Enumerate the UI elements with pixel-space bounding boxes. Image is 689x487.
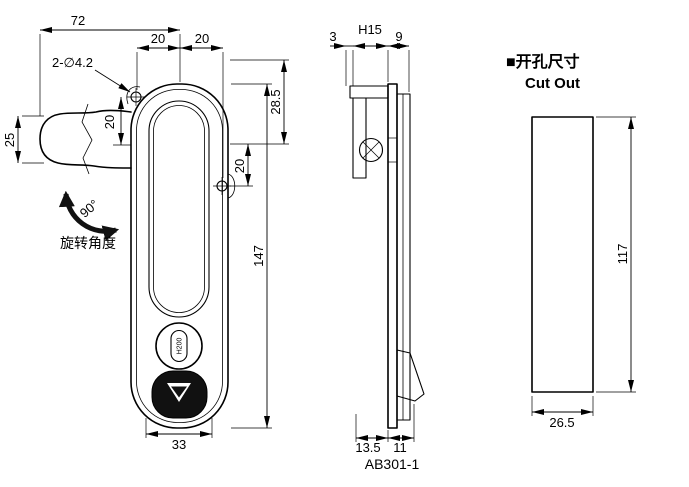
cutout-rectangle — [531, 116, 594, 393]
recess-outline — [148, 100, 210, 318]
dim-text-20b: 20 — [195, 31, 209, 46]
dim-text-20-vert: 20 — [102, 115, 117, 129]
dim-text-h15: H15 — [358, 22, 382, 37]
cutout-title-en: Cut Out — [525, 75, 580, 92]
handle-outline — [39, 109, 132, 169]
dim-cutout-117: 117 — [596, 116, 636, 393]
side-view: 3 H15 9 13.5 11 AB301-1 — [329, 22, 425, 472]
dim-side-bottom: 13.5 11 — [355, 404, 415, 455]
latch-cam-profile — [396, 349, 425, 402]
front-plate-profile — [387, 83, 398, 429]
mounting-hole-side — [213, 177, 231, 195]
dim-text-28-5: 28.5 — [268, 89, 283, 114]
dim-width-72: 72 — [39, 13, 181, 116]
cutout-title-cn: ■开孔尺寸 — [506, 52, 580, 71]
lock-cylinder: H200 — [155, 322, 203, 370]
body-bezel — [136, 89, 223, 423]
rotation-arrow-icon — [58, 190, 120, 241]
body-outline — [130, 83, 229, 429]
dim-text-3: 3 — [329, 29, 336, 44]
dim-right-28-5: 28.5 — [230, 59, 289, 145]
handle-break-line — [81, 103, 93, 175]
recess-inner — [153, 105, 205, 313]
rotation-label: 旋转角度 — [60, 235, 116, 251]
push-button — [151, 370, 208, 419]
handle-bar-profile — [352, 97, 367, 179]
dim-cutout-26-5: 26.5 — [531, 396, 594, 430]
rotation-angle-text: 90° — [77, 196, 102, 220]
dim-text-9: 9 — [395, 29, 402, 44]
dim-height-147: 147 — [231, 83, 272, 429]
cylinder-marking-text: H200 — [177, 338, 184, 355]
dim-text-147: 147 — [251, 245, 266, 267]
cylinder-profile — [358, 137, 397, 163]
housing-profile — [396, 93, 411, 421]
dim-right-20: 20 — [230, 144, 253, 187]
cutout-view: ■开孔尺寸 Cut Out 117 26.5 — [506, 52, 636, 430]
dim-text-25: 25 — [2, 133, 17, 147]
hole-callout-text: 2-∅4.2 — [52, 55, 93, 70]
dim-inner-20: 20 — [102, 97, 131, 146]
dim-text-33: 33 — [172, 437, 186, 452]
dim-text-26-5: 26.5 — [549, 415, 574, 430]
front-view: 90° 旋转角度 H200 72 20 20 — [2, 13, 289, 452]
part-number: AB301-1 — [365, 456, 420, 472]
dim-text-20-right: 20 — [232, 159, 247, 173]
dim-side-top: 3 H15 9 — [329, 22, 410, 92]
dim-text-72: 72 — [71, 13, 85, 28]
dim-text-117: 117 — [615, 244, 630, 265]
mounting-hole-top — [127, 88, 145, 106]
dim-left-25: 25 — [2, 115, 44, 164]
dim-text-13-5: 13.5 — [355, 440, 380, 455]
handle-arm-profile — [349, 85, 389, 99]
dim-bottom-33: 33 — [145, 418, 213, 452]
hole-callout: 2-∅4.2 — [52, 55, 131, 93]
dim-text-20a: 20 — [151, 31, 165, 46]
dim-text-11: 11 — [393, 440, 407, 455]
dim-top-20-20: 20 20 — [136, 31, 224, 178]
